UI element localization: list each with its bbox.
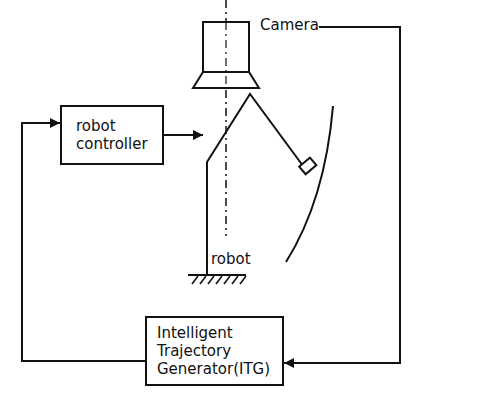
camera-label: Camera [192,16,319,34]
optical-axis-inner [225,22,226,88]
connector-arrow [284,27,400,363]
optical-axis [225,0,227,236]
end-effector [299,158,316,175]
connector-arrow [164,134,203,136]
robot-arm [207,94,306,274]
process-box: Intelligent Trajectory Generator(ITG) [145,316,284,386]
work-surface [286,106,333,262]
process-box: robot controller [60,105,164,165]
robot-label: robot [203,100,338,268]
node-text: Intelligent Trajectory Generator(ITG) [157,324,270,378]
node-text: robot controller [76,117,148,153]
node-text: robot [211,250,251,268]
ground-hatch [192,276,246,284]
node-text: Camera [260,16,319,34]
